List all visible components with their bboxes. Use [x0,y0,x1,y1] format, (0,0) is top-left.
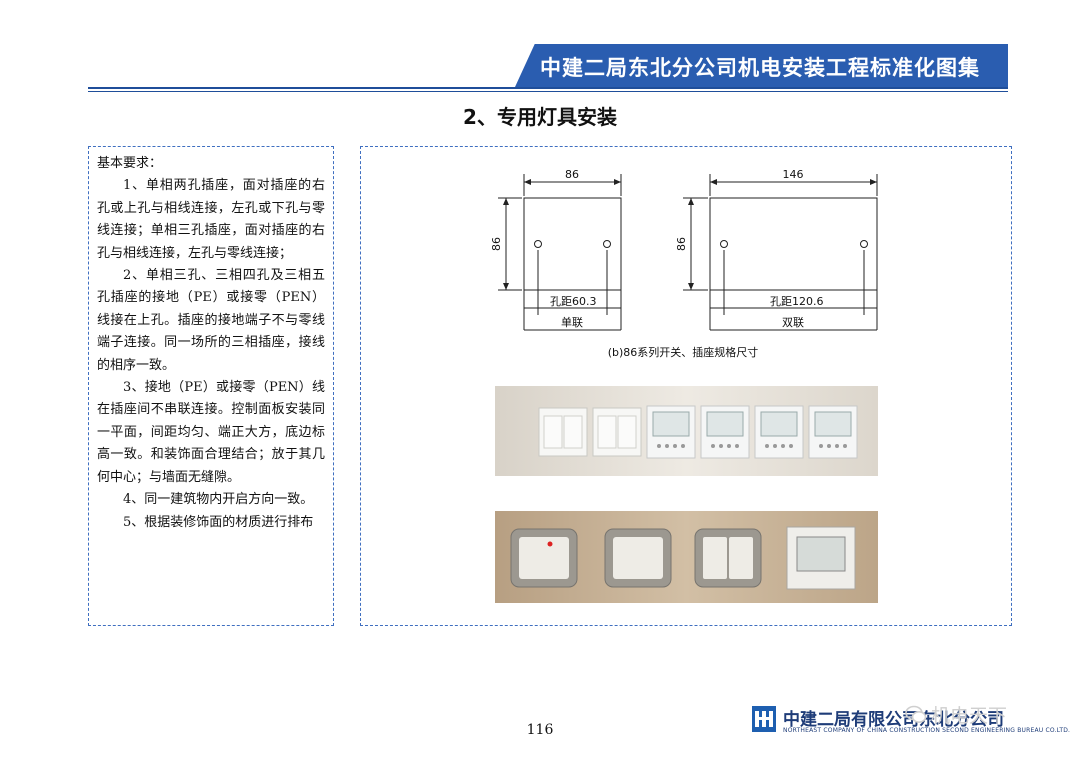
requirements-box: 基本要求： 1、单相两孔插座，面对插座的右孔或上孔与相线连接，左孔或下孔与零线连… [88,146,334,626]
thermostat-panel [808,405,858,459]
cscec-logo-icon [752,706,776,732]
single-switch-panel [604,528,672,588]
double-width-label: 146 [783,168,804,181]
figure-box [360,146,1012,626]
page-number: 116 [526,722,554,738]
switch-panel-photo [495,386,878,476]
double-switch-plate [592,407,642,457]
double-hole-label: 孔距120.6 [770,295,824,308]
requirement-item: 2、单相三孔、三相四孔及三相五孔插座的接地（PE）或接零（PEN）线接在上孔。插… [97,268,325,373]
double-mount-hole-left [720,240,728,248]
double-name-label: 双联 [782,316,804,329]
requirement-item: 5、根据装修饰面的材质进行排布 [123,514,314,530]
single-height-label: 86 [490,237,503,251]
double-switch-plate [538,407,588,457]
double-mount-hole-right [860,240,868,248]
double-height-label: 86 [675,237,688,251]
requirement-item: 1、单相两孔插座，面对插座的右孔或上孔与相线连接，左孔或下孔与零线连接；单相三孔… [97,178,325,261]
watermark: 机电天下 [905,701,1007,728]
header-title: 中建二局东北分公司机电安装工程标准化图集 [540,56,980,80]
header-banner [515,44,1008,87]
thermostat-panel [786,526,856,590]
diagram-caption: (b)86系列开关、插座规格尺寸 [608,345,759,359]
thermostat-panel [754,405,804,459]
header-rule-thin [88,91,1008,92]
hotel-panel-photo [495,511,878,603]
requirement-item: 4、同一建筑物内开启方向一致。 [123,492,314,508]
company-name-cn: 中建二局有限公司东北分公司 [783,710,1004,730]
single-hole-label: 孔距60.3 [550,295,597,308]
double-switch-panel [694,528,762,588]
single-mount-hole-right [603,240,611,248]
company-name-en: NORTHEAST COMPANY OF CHINA CONSTRUCTION … [783,727,1071,734]
header-rule [88,87,1008,89]
thermostat-panel [700,405,750,459]
single-mount-hole-left [534,240,542,248]
thermostat-panel [646,405,696,459]
single-name-label: 单联 [561,316,583,329]
double-plate-outline [709,197,878,291]
dimension-diagram: 86 146 86 86 孔距60.3 孔距120.6 单联 双联 (b)86系… [490,168,878,359]
requirement-item: 3、接地（PE）或接零（PEN）线在插座间不串联连接。控制面板安装同一平面，间距… [97,380,325,485]
watermark-text: 机电天下 [931,705,1008,727]
single-width-label: 86 [565,168,579,181]
requirements-heading: 基本要求： [97,156,163,171]
section-title: 2、专用灯具安装 [463,105,617,129]
wechat-icon [905,705,927,723]
card-switch-panel [510,528,578,588]
single-plate-outline [523,197,622,291]
